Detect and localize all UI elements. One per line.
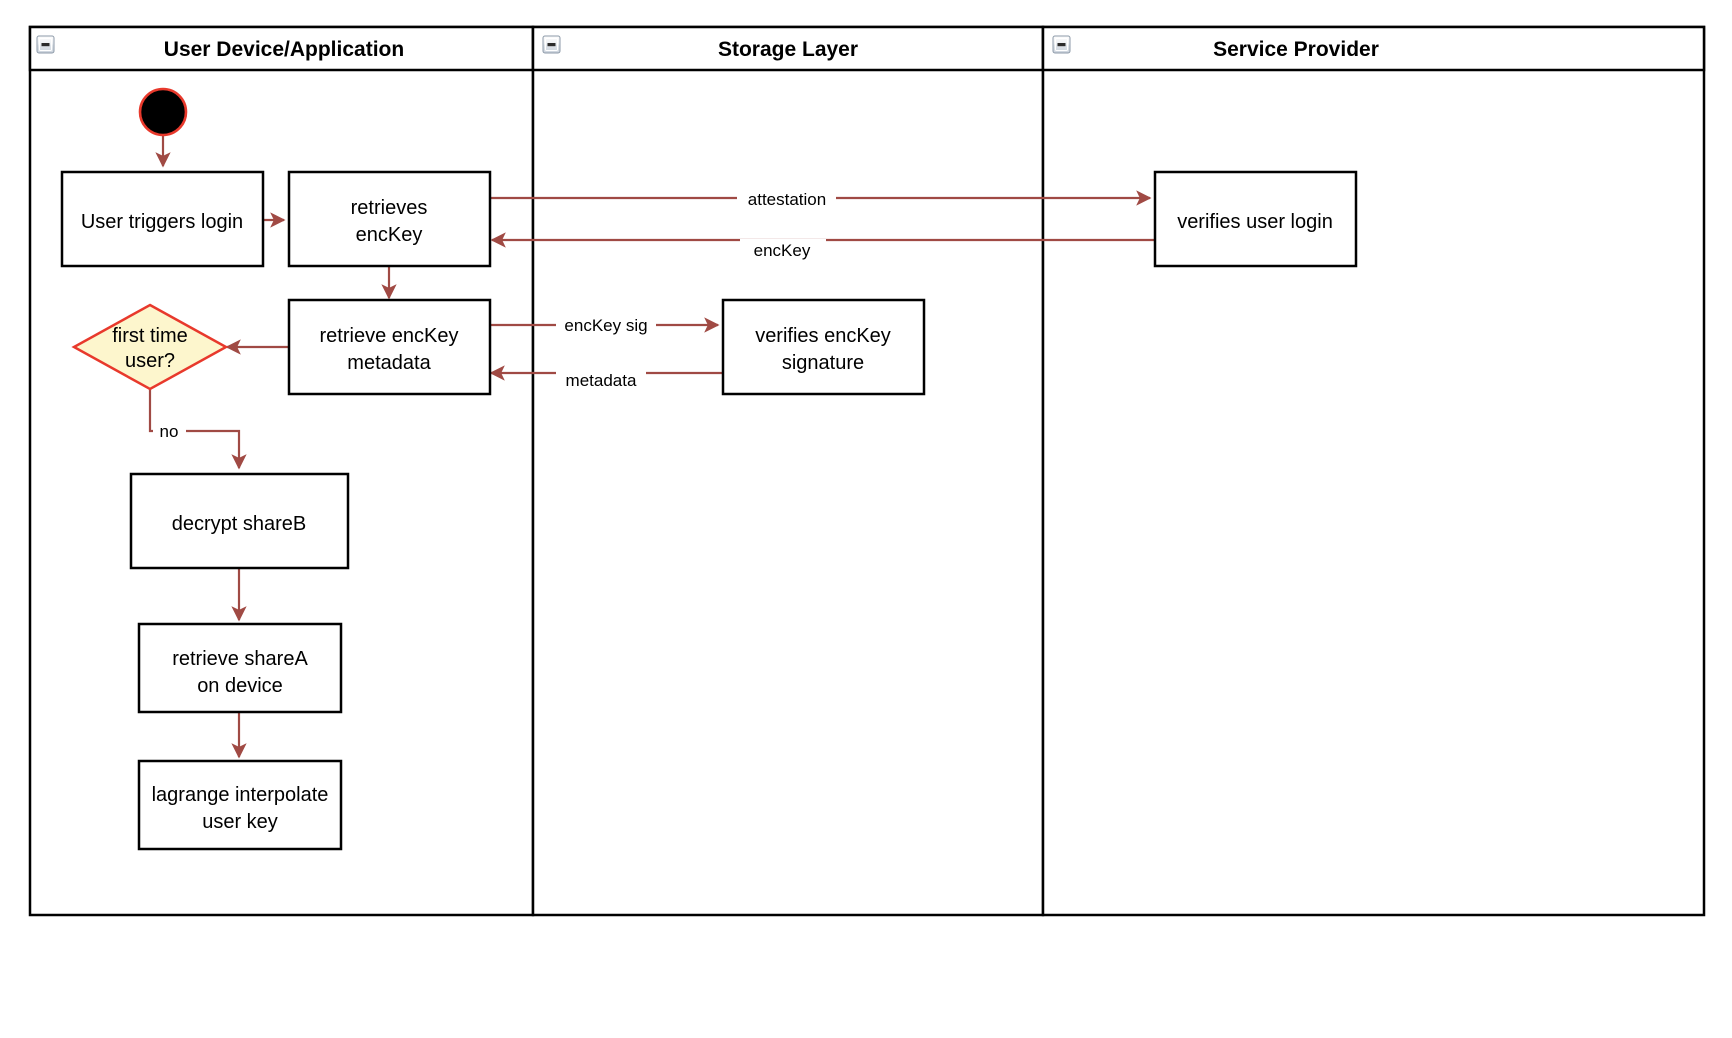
activity-label-retrieves-enckey-line1: retrieves xyxy=(351,197,428,219)
lane-title-service-provider: Service Provider xyxy=(1213,38,1379,61)
edge-label-enckey-sig: encKey sig xyxy=(564,316,647,335)
activity-retrieves-enckey[interactable]: retrieves encKey xyxy=(287,170,492,268)
activity-label-retrieve-sharea-line1: retrieve shareA xyxy=(172,648,308,670)
initial-node[interactable] xyxy=(138,87,188,137)
activity-label-lagrange-line1: lagrange interpolate xyxy=(152,784,329,806)
activity-user-triggers-login[interactable]: User triggers login xyxy=(60,170,265,268)
edge-enckey-sig: encKey sig xyxy=(490,314,720,336)
activity-lagrange-interpolate-user-key[interactable]: lagrange interpolate user key xyxy=(137,759,343,851)
collapse-minus-icon[interactable] xyxy=(542,35,561,54)
activity-verifies-enckey-signature[interactable]: verifies encKey signature xyxy=(721,298,926,396)
activity-label-retrieve-enckey-metadata-line2: metadata xyxy=(347,352,431,374)
edge-label-enckey: encKey xyxy=(754,241,811,260)
activity-label-lagrange-line2: user key xyxy=(202,811,278,833)
activity-label-verifies-user-login: verifies user login xyxy=(1177,211,1333,233)
activity-label-decrypt-shareb: decrypt shareB xyxy=(172,513,307,535)
activity-decrypt-shareb[interactable]: decrypt shareB xyxy=(129,472,350,570)
edge-label-attestation: attestation xyxy=(748,190,826,209)
collapse-minus-icon[interactable] xyxy=(1052,35,1071,54)
activity-label-verifies-enckey-signature-line1: verifies encKey xyxy=(755,325,891,347)
decision-label-first-time-user-line2: user? xyxy=(125,350,175,372)
activity-verifies-user-login[interactable]: verifies user login xyxy=(1153,170,1358,268)
edge-metadata: metadata xyxy=(489,365,723,391)
decision-label-first-time-user-line1: first time xyxy=(112,325,188,347)
activity-retrieve-sharea-on-device[interactable]: retrieve shareA on device xyxy=(137,622,343,714)
edge-attestation: attestation xyxy=(491,187,1152,209)
edge-no: no xyxy=(148,389,247,470)
lane-title-storage-layer: Storage Layer xyxy=(718,38,858,61)
activity-label-retrieve-sharea-line2: on device xyxy=(197,675,283,697)
swimlane-service-provider[interactable]: Service Provider xyxy=(1041,25,1706,917)
lane-title-user-device: User Device/Application xyxy=(164,38,404,61)
activity-label-retrieves-enckey-line2: encKey xyxy=(356,224,423,246)
activity-label-retrieve-enckey-metadata-line1: retrieve encKey xyxy=(320,325,459,347)
activity-retrieve-enckey-metadata[interactable]: retrieve encKey metadata xyxy=(287,298,492,396)
swimlane-storage-layer[interactable]: Storage Layer xyxy=(531,25,1045,917)
collapse-minus-icon[interactable] xyxy=(36,35,55,54)
decision-first-time-user[interactable]: first time user? xyxy=(71,303,229,391)
activity-label-user-triggers-login: User triggers login xyxy=(81,211,243,233)
edge-label-no: no xyxy=(160,422,179,441)
edge-label-metadata: metadata xyxy=(566,371,637,390)
activity-label-verifies-enckey-signature-line2: signature xyxy=(782,352,864,374)
edge-enckey: encKey xyxy=(490,232,1155,261)
